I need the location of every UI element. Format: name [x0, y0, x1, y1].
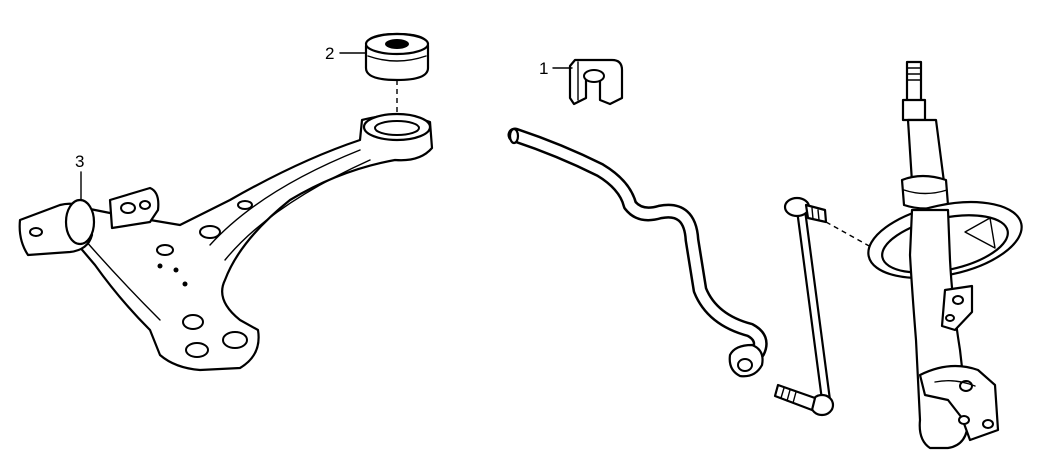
strut-assembly[interactable]: [861, 60, 1028, 450]
link-to-strut-dashed: [825, 221, 881, 253]
callout-1-number: 1: [539, 59, 548, 78]
stabilizer-bar[interactable]: [507, 127, 768, 378]
stabilizer-link[interactable]: [773, 196, 835, 417]
callout-3: 3: [75, 152, 84, 201]
callout-3-number: 3: [75, 152, 84, 171]
part-3-lower-control-arm[interactable]: [18, 112, 434, 372]
part-1-stabilizer-bushing[interactable]: [568, 58, 624, 106]
part-2-bushing[interactable]: [364, 32, 430, 82]
callout-2: 2: [325, 44, 367, 63]
callout-1: 1: [539, 59, 573, 78]
callout-2-number: 2: [325, 44, 334, 63]
